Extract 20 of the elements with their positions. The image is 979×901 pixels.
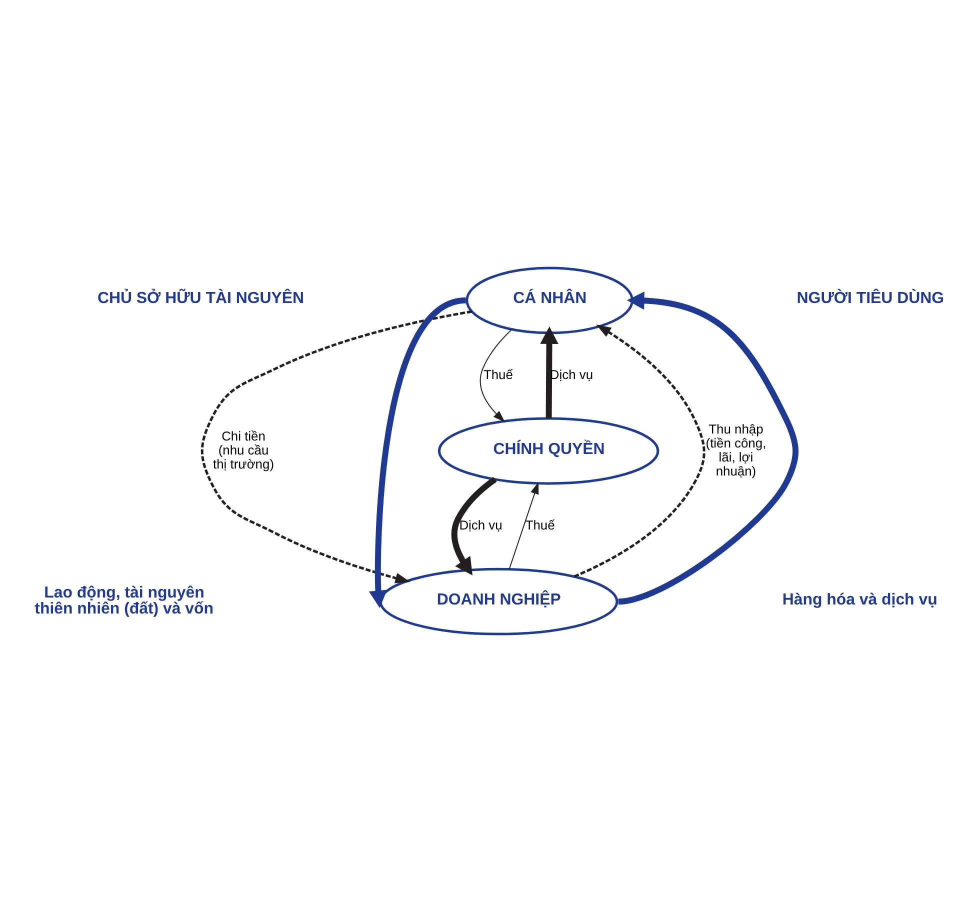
arrow — [451, 476, 497, 575]
arrow — [574, 324, 706, 578]
edge-label: Dịch vụ — [459, 517, 502, 532]
edge-label: Thuế — [483, 366, 513, 382]
edge-label: Chi tiền (nhu cầu thị trường) — [213, 428, 274, 471]
edge-label: Thu nhập (tiền công, lãi, lợi nhuận) — [706, 420, 766, 478]
label: Lao động, tài nguyên thiên nhiên (đất) và vốn — [34, 584, 214, 617]
arrow — [368, 297, 467, 608]
arrow — [618, 290, 798, 604]
node-ellipse: CÁ NHÂN — [466, 266, 634, 334]
arrow — [508, 482, 539, 570]
edge-label: Thuế — [525, 517, 555, 532]
node-ellipse: DOANH NGHIỆP — [379, 567, 618, 635]
label: CHỦ SỞ HỮU TÀI NGUYÊN — [97, 290, 304, 307]
arrow — [540, 326, 558, 418]
label: Hàng hóa và dịch vụ — [782, 590, 938, 608]
node-ellipse: CHÍNH QUYỀN — [438, 416, 660, 484]
arrow — [480, 328, 513, 422]
arrow — [200, 310, 472, 583]
label: NGƯỜI TIÊU DÙNG — [796, 290, 944, 307]
